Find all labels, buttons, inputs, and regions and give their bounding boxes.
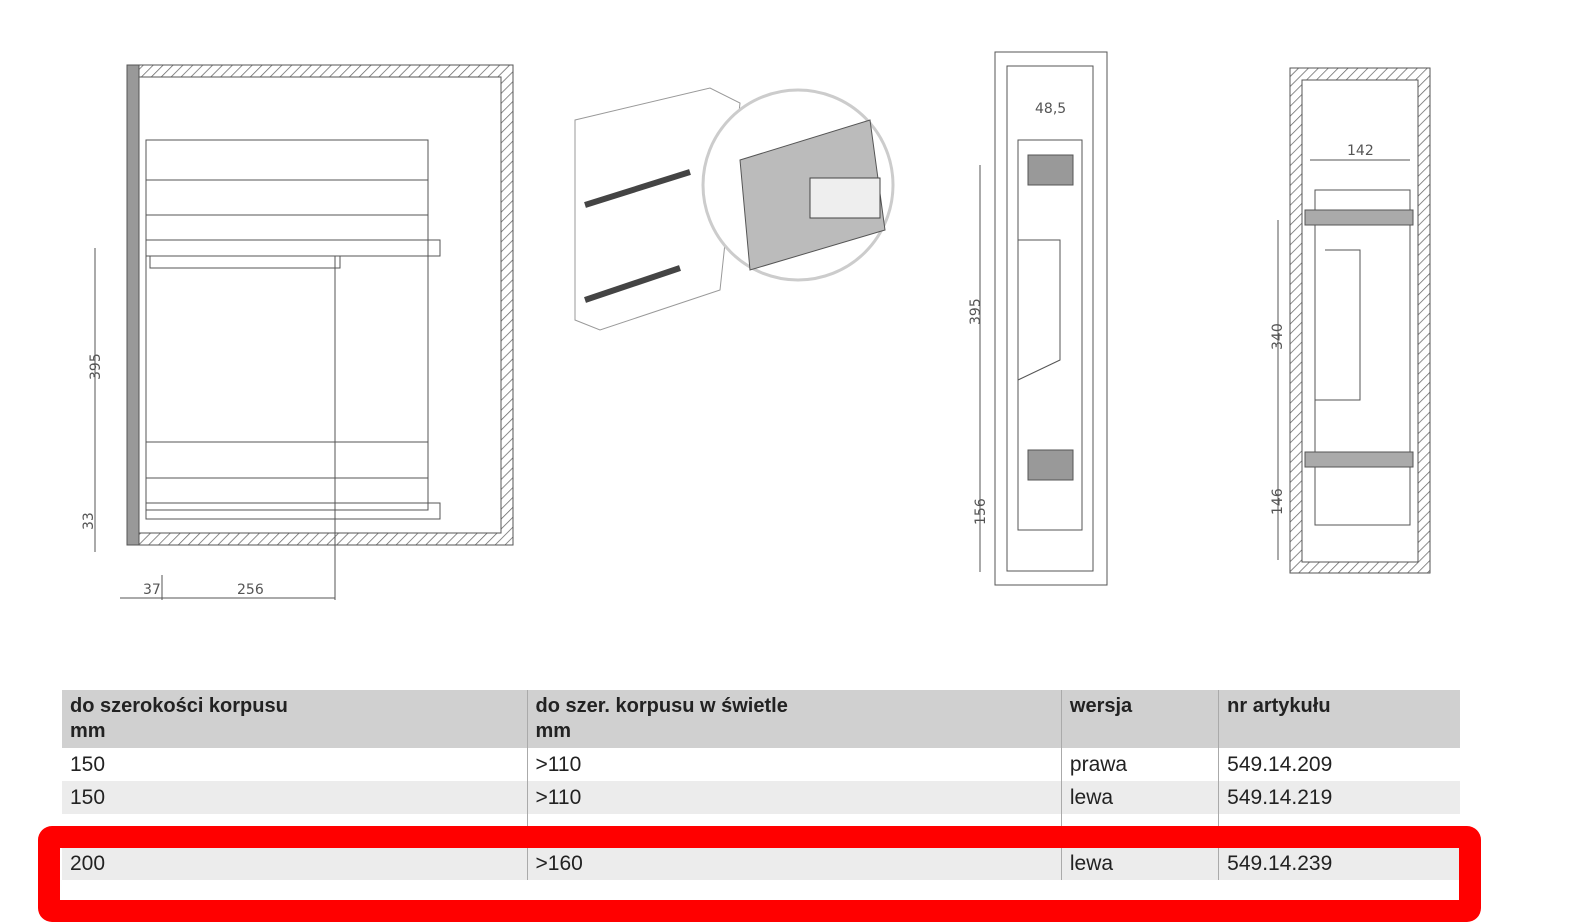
header-version: wersja [1060,690,1219,748]
mounting-detail-illustration [574,87,895,331]
dim-33: 33 [81,512,97,530]
dim-395-side: 395 [968,298,984,325]
header-article-number: nr artykułu [1218,690,1460,748]
dim-256: 256 [237,582,264,598]
side-view-a-drawing [979,51,1108,586]
dim-395: 395 [88,353,104,380]
dim-340: 340 [1270,323,1286,350]
side-view-b-drawing [1277,67,1431,574]
dim-142: 142 [1347,143,1374,159]
dim-146: 146 [1270,488,1286,515]
front-view-drawing [94,64,514,600]
dim-48-5: 48,5 [1035,101,1066,117]
dim-37: 37 [143,582,161,598]
dim-156: 156 [973,498,989,525]
technical-drawings: 395 33 37 256 48,5 395 156 142 340 146 [81,51,1431,600]
highlight-frame [38,826,1481,922]
